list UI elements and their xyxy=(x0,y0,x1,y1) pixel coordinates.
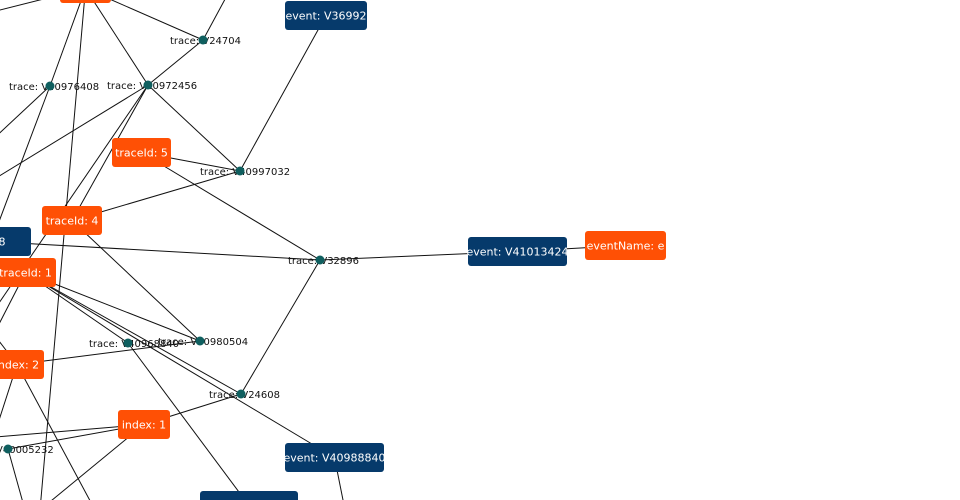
trace-node-label: trace: V40997032 xyxy=(200,167,290,178)
attr-node-label: traceId: 4 xyxy=(46,215,99,228)
attr-node-label: index: 2 xyxy=(0,359,39,372)
event-node-box[interactable] xyxy=(200,491,298,500)
graph-edge xyxy=(0,364,18,419)
attr-node-box[interactable] xyxy=(0,258,56,287)
event-node[interactable]: event: V36992 xyxy=(285,1,367,30)
attr-node-label: index: 1 xyxy=(122,419,166,432)
graph-edge xyxy=(71,84,149,221)
graph-edge xyxy=(141,152,321,261)
event-node-box[interactable] xyxy=(285,443,384,472)
graph-edge xyxy=(147,39,204,86)
trace-node-label: trace: V40968840 xyxy=(89,339,179,350)
graph-edge xyxy=(49,0,82,87)
attr-node-box[interactable] xyxy=(585,231,666,260)
trace-node[interactable]: trace: V40976408 xyxy=(9,81,99,94)
graph-edge xyxy=(110,0,204,41)
event-node-box[interactable] xyxy=(0,227,31,256)
trace-node[interactable]: trace: V24608 xyxy=(209,389,280,402)
trace-nodes-layer: trace: V24704 trace: V40972456 trace: V409… xyxy=(0,35,359,457)
graph-edge xyxy=(0,424,145,438)
trace-node-dot[interactable] xyxy=(235,166,245,176)
event-node-label: event: V41013424 xyxy=(466,246,568,259)
event-node-label: event: V36992 xyxy=(285,10,366,23)
attr-node[interactable]: traceId: 4 xyxy=(42,206,102,235)
attr-node-box[interactable] xyxy=(118,410,170,439)
labeled-nodes-layer: traceId: 5 traceId: 4 traceId: 1 index: 2 in… xyxy=(0,0,666,500)
graph-edge xyxy=(16,340,201,365)
trace-node[interactable]: trace: V40972456 xyxy=(107,80,197,93)
attr-node-box[interactable] xyxy=(0,350,44,379)
event-node-box[interactable] xyxy=(468,237,567,266)
trace-node[interactable]: trace: V32896 xyxy=(288,255,359,268)
event-node[interactable]: event: V40988840 xyxy=(283,443,386,472)
graph-edge xyxy=(25,272,335,458)
graph-edge xyxy=(239,15,327,172)
graph-edge xyxy=(147,84,241,172)
graph-edge xyxy=(7,448,23,500)
attr-node[interactable]: index: 2 xyxy=(0,350,44,379)
graph-edge xyxy=(0,84,149,177)
graph-edge xyxy=(0,0,42,11)
graph-edge xyxy=(202,0,226,41)
graph-edge xyxy=(127,342,246,500)
attr-node-box[interactable] xyxy=(60,0,111,3)
trace-node-dot[interactable] xyxy=(195,336,205,346)
event-node[interactable]: 4248 xyxy=(0,227,31,256)
attr-node-label: traceId: 1 xyxy=(0,267,52,280)
graph-edge xyxy=(71,220,201,342)
graph-edge xyxy=(40,0,85,500)
trace-node[interactable]: trace: V40968840 xyxy=(89,338,179,351)
attr-node[interactable]: index: 1 xyxy=(118,410,170,439)
trace-node-dot[interactable] xyxy=(3,444,13,454)
trace-node[interactable]: trace: V40997032 xyxy=(200,166,290,179)
attr-node-label: traceId: 5 xyxy=(115,147,168,160)
attr-node-label: eventName: e xyxy=(587,240,665,253)
attr-node[interactable]: traceId: 5 xyxy=(112,138,171,167)
trace-node-dot[interactable] xyxy=(198,35,208,45)
trace-node-label: V40005232 xyxy=(0,445,54,456)
graph-edge xyxy=(0,272,26,324)
graph-edge xyxy=(92,0,149,86)
graph-edge xyxy=(240,259,321,395)
attr-node[interactable]: eventName: e xyxy=(585,231,666,260)
event-node-label: event: V40988840 xyxy=(283,452,385,465)
graph-edge xyxy=(0,85,51,134)
graph-edge xyxy=(25,272,242,395)
attr-node-box[interactable] xyxy=(42,206,102,235)
graph-edge xyxy=(0,85,51,221)
event-node[interactable] xyxy=(200,491,298,500)
event-node[interactable]: event: V41013424 xyxy=(466,237,569,266)
trace-node-dot[interactable] xyxy=(123,338,133,348)
trace-node[interactable]: V40005232 xyxy=(0,444,54,457)
trace-node-dot[interactable] xyxy=(45,81,55,91)
event-node-box[interactable] xyxy=(285,1,367,30)
attr-node-box[interactable] xyxy=(112,138,171,167)
attr-node[interactable] xyxy=(60,0,111,3)
graph-edge xyxy=(16,364,91,500)
trace-node-dot[interactable] xyxy=(236,389,246,399)
graph-edge xyxy=(0,241,321,261)
trace-node[interactable]: trace: V24704 xyxy=(170,35,241,48)
trace-node[interactable]: trace: V40980504 xyxy=(158,336,248,349)
attr-node[interactable]: traceId: 1 xyxy=(0,258,56,287)
edges-layer xyxy=(0,0,626,500)
trace-node-dot[interactable] xyxy=(315,255,325,265)
event-node-label: 4248 xyxy=(0,236,6,249)
trace-node-dot[interactable] xyxy=(143,80,153,90)
